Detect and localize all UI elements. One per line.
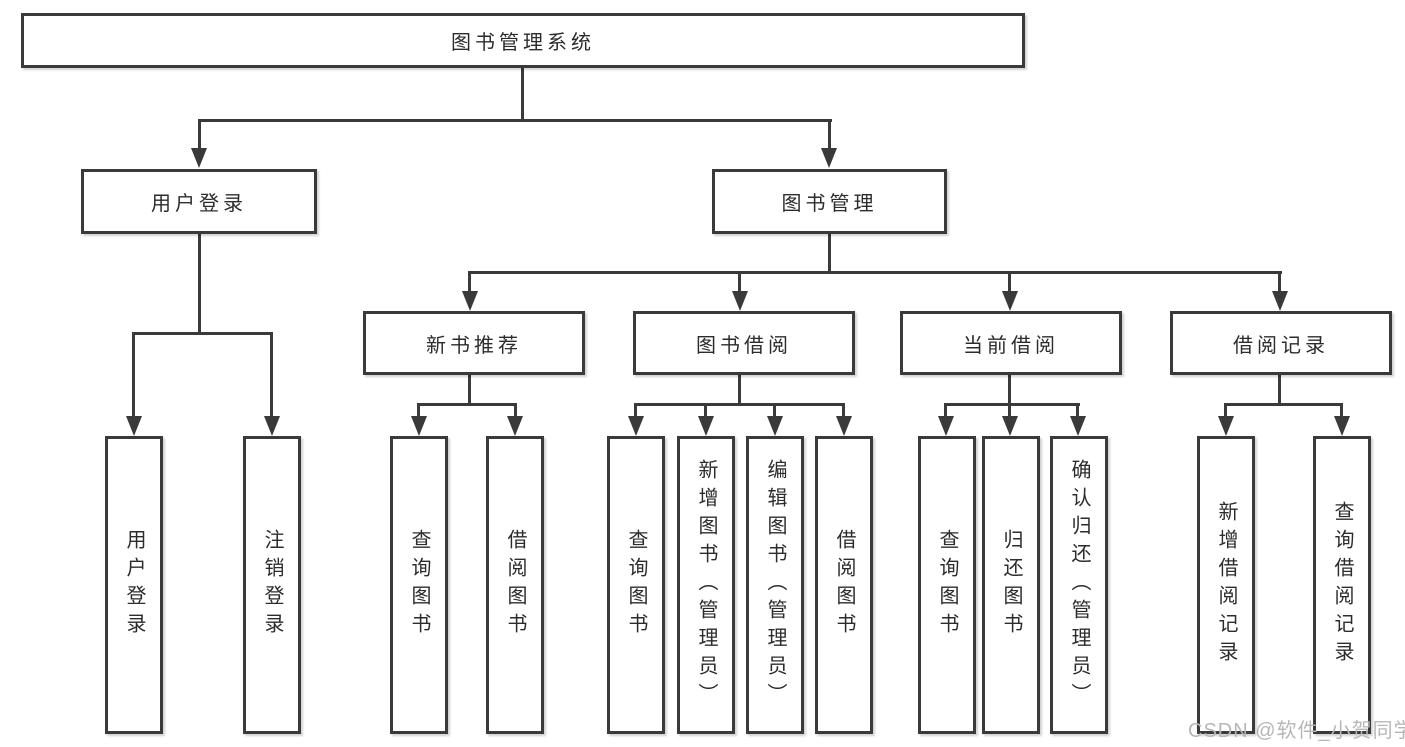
connector-records-stem — [1278, 375, 1281, 406]
leaf-label: 归还图书 — [1000, 529, 1022, 641]
leaf-query-borrow-record: 查询借阅记录 — [1313, 436, 1371, 734]
arrow-down-icon — [698, 416, 714, 436]
node-user-login-label: 用户登录 — [151, 193, 247, 215]
leaf-add-books-admin: 新增图书（管理员） — [677, 436, 735, 734]
connector-borrowing-drop3 — [773, 403, 776, 418]
leaf-query-books-3: 查询图书 — [918, 436, 976, 734]
node-current-borrowing-label: 当前借阅 — [963, 334, 1059, 357]
node-book-borrowing: 图书借阅 — [633, 311, 855, 375]
arrow-down-icon — [1272, 291, 1288, 311]
arrow-down-icon — [264, 416, 280, 436]
arrow-down-icon — [1070, 416, 1086, 436]
leaf-label: 新增借阅记录 — [1215, 501, 1237, 669]
leaf-label: 新增图书（管理员） — [695, 459, 717, 711]
connector-bookmgmt-hline — [469, 271, 1282, 274]
connector-root-hline — [198, 119, 832, 122]
leaf-label: 查询图书 — [625, 529, 647, 641]
leaf-label: 编辑图书（管理员） — [764, 459, 786, 711]
connector-newbooks-stem — [468, 375, 471, 406]
leaf-label: 查询图书 — [936, 529, 958, 641]
leaf-borrow-books-1: 借阅图书 — [486, 436, 544, 734]
connector-borrowing-hline — [634, 403, 845, 406]
leaf-label: 用户登录 — [123, 529, 145, 641]
connector-userlogin-drop1 — [132, 332, 135, 418]
node-new-books-label: 新书推荐 — [426, 334, 522, 357]
node-book-management-label: 图书管理 — [781, 193, 878, 215]
connector-records-hline — [1224, 403, 1343, 406]
connector-root-drop-right — [828, 119, 831, 151]
arrow-down-icon — [507, 416, 523, 436]
node-book-management: 图书管理 — [712, 169, 947, 234]
connector-borrowing-drop1 — [634, 403, 637, 418]
arrow-down-icon — [836, 416, 852, 436]
connector-borrowing-stem — [738, 375, 741, 406]
arrow-down-icon — [821, 148, 837, 168]
connector-bookmgmt-drop4 — [1278, 271, 1281, 294]
leaf-add-borrow-record: 新增借阅记录 — [1197, 436, 1255, 734]
node-new-books: 新书推荐 — [363, 311, 585, 375]
connector-current-hline — [944, 403, 1080, 406]
leaf-label: 确认归还（管理员） — [1068, 459, 1090, 711]
connector-bookmgmt-drop3 — [1008, 271, 1011, 294]
connector-borrowing-drop4 — [842, 403, 845, 418]
leaf-user-login: 用户登录 — [105, 436, 163, 734]
node-root-label: 图书管理系统 — [451, 32, 595, 54]
leaf-label: 借阅图书 — [504, 529, 526, 641]
connector-newbooks-drop2 — [514, 403, 517, 418]
connector-userlogin-drop2 — [270, 332, 273, 418]
leaf-label: 注销登录 — [261, 529, 283, 641]
arrow-down-icon — [732, 291, 748, 311]
leaf-edit-books-admin: 编辑图书（管理员） — [746, 436, 804, 734]
arrow-down-icon — [1334, 416, 1350, 436]
arrow-down-icon — [628, 416, 644, 436]
connector-current-stem — [1008, 375, 1011, 406]
arrow-down-icon — [1218, 416, 1234, 436]
leaf-return-books: 归还图书 — [982, 436, 1040, 734]
leaf-query-books-1: 查询图书 — [390, 436, 448, 734]
connector-bookmgmt-drop1 — [468, 271, 471, 294]
node-book-borrowing-label: 图书借阅 — [696, 334, 792, 357]
leaf-query-books-2: 查询图书 — [607, 436, 665, 734]
arrow-down-icon — [126, 416, 142, 436]
connector-root-stem — [521, 68, 524, 121]
leaf-logout: 注销登录 — [243, 436, 301, 734]
leaf-label: 查询借阅记录 — [1331, 501, 1353, 669]
connector-root-drop-left — [198, 119, 201, 151]
arrow-down-icon — [1002, 416, 1018, 436]
leaf-borrow-books-2: 借阅图书 — [815, 436, 873, 734]
arrow-down-icon — [767, 416, 783, 436]
node-root: 图书管理系统 — [21, 13, 1025, 68]
connector-current-drop3 — [1076, 403, 1079, 418]
node-current-borrowing: 当前借阅 — [900, 311, 1122, 375]
connector-borrowing-drop2 — [704, 403, 707, 418]
connector-newbooks-drop1 — [417, 403, 420, 418]
connector-newbooks-hline — [417, 403, 517, 406]
arrow-down-icon — [938, 416, 954, 436]
connector-records-drop2 — [1340, 403, 1343, 418]
connector-userlogin-hline — [132, 332, 273, 335]
connector-bookmgmt-drop2 — [738, 271, 741, 294]
connector-current-drop1 — [944, 403, 947, 418]
leaf-confirm-return-admin: 确认归还（管理员） — [1050, 436, 1108, 734]
leaf-label: 查询图书 — [408, 529, 430, 641]
arrow-down-icon — [191, 148, 207, 168]
node-borrowing-records: 借阅记录 — [1170, 311, 1392, 375]
node-borrowing-records-label: 借阅记录 — [1233, 334, 1329, 357]
leaf-label: 借阅图书 — [833, 529, 855, 641]
arrow-down-icon — [1002, 291, 1018, 311]
connector-current-drop2 — [1008, 403, 1011, 418]
connector-bookmgmt-stem — [828, 234, 831, 274]
watermark: CSDN @软件_小贺同学 — [1188, 720, 1405, 742]
arrow-down-icon — [411, 416, 427, 436]
node-user-login: 用户登录 — [81, 169, 317, 234]
connector-userlogin-stem — [198, 234, 201, 335]
connector-records-drop1 — [1224, 403, 1227, 418]
arrow-down-icon — [462, 291, 478, 311]
